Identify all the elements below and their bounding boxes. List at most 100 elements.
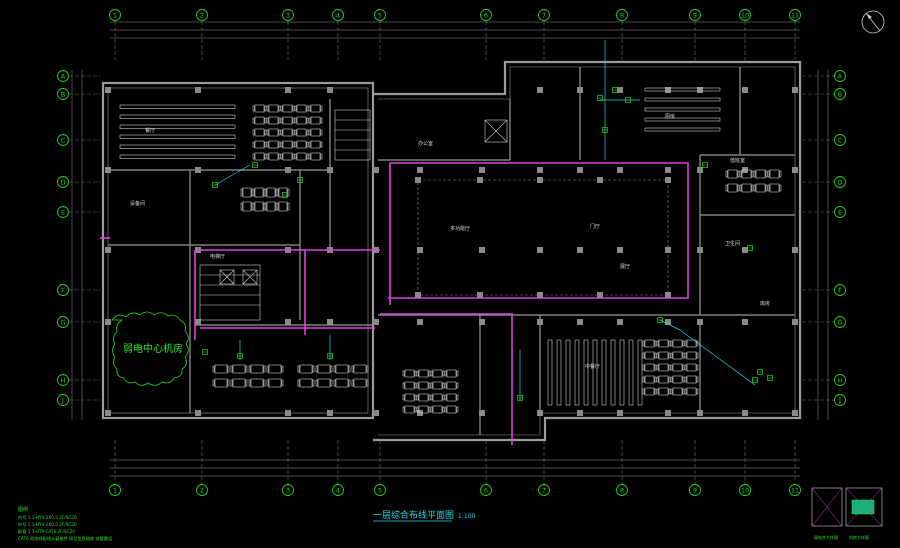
legend: 图例 符号 1 1-HYV-2X0.5 2F/SC20 符号 1 1-HYV-2… bbox=[18, 506, 113, 542]
column bbox=[105, 167, 111, 173]
legend-line: 符号 1 1-HYV-2X0.5 2F/SC20 bbox=[18, 521, 77, 528]
detail-caption: 机房大样图 bbox=[849, 534, 869, 540]
axis-bubble: 10 bbox=[739, 9, 751, 21]
axis-label: 4 bbox=[336, 486, 340, 494]
column bbox=[665, 87, 671, 93]
outlet-icon bbox=[327, 353, 333, 359]
axis-bubble: 11 bbox=[789, 9, 801, 21]
data-center-cloud: 弱电中心机房 bbox=[111, 311, 189, 386]
column bbox=[373, 167, 379, 173]
table bbox=[280, 140, 295, 149]
column bbox=[285, 410, 291, 416]
axis-bubble: 6 bbox=[480, 484, 492, 496]
axis-bubble: 10 bbox=[739, 484, 751, 496]
table bbox=[315, 364, 333, 374]
column bbox=[742, 87, 748, 93]
room-label: 展厅 bbox=[620, 264, 630, 270]
axis-label: 3 bbox=[286, 11, 290, 19]
table bbox=[294, 116, 309, 125]
table bbox=[444, 381, 459, 390]
column bbox=[617, 167, 623, 173]
table bbox=[230, 364, 248, 374]
table bbox=[684, 339, 699, 348]
room-label: 多功能厅 bbox=[450, 225, 470, 232]
table bbox=[252, 116, 267, 125]
table bbox=[252, 201, 266, 212]
table bbox=[230, 378, 248, 388]
seat-row bbox=[119, 154, 236, 159]
table bbox=[212, 364, 230, 374]
column bbox=[327, 87, 333, 93]
column bbox=[105, 319, 111, 325]
table bbox=[264, 201, 278, 212]
table bbox=[416, 381, 431, 390]
column bbox=[285, 87, 291, 93]
column bbox=[417, 167, 423, 173]
seat-row bbox=[119, 104, 236, 109]
room-label: 办公室 bbox=[418, 140, 433, 147]
table bbox=[725, 183, 740, 193]
table bbox=[656, 363, 671, 372]
axis-label: C bbox=[61, 136, 66, 144]
table bbox=[351, 378, 369, 388]
column bbox=[617, 87, 623, 93]
axis-bubble: 5 bbox=[374, 484, 386, 496]
outlet-icon bbox=[212, 182, 218, 188]
axis-bubble: C bbox=[834, 134, 846, 146]
cloud-label: 弱电中心机房 bbox=[123, 342, 183, 355]
table bbox=[684, 351, 699, 360]
column bbox=[537, 247, 543, 253]
grid-axis-lines bbox=[69, 21, 834, 484]
table bbox=[266, 364, 284, 374]
seat-row bbox=[574, 339, 580, 406]
axis-label: D bbox=[837, 178, 842, 186]
axis-label: E bbox=[838, 208, 842, 216]
table bbox=[308, 140, 323, 149]
column bbox=[327, 167, 333, 173]
column bbox=[697, 167, 703, 173]
column bbox=[577, 87, 583, 93]
table bbox=[642, 363, 657, 372]
table bbox=[266, 116, 281, 125]
table bbox=[402, 405, 417, 414]
table bbox=[264, 187, 278, 198]
axis-bubble: G bbox=[834, 316, 846, 328]
axis-bubble: 2 bbox=[196, 9, 208, 21]
seat-row bbox=[119, 114, 236, 119]
axis-label: 7 bbox=[542, 486, 546, 494]
north-arrow-icon bbox=[861, 10, 885, 34]
axis-label: B bbox=[61, 90, 65, 98]
column bbox=[617, 247, 623, 253]
axis-label: C bbox=[838, 136, 843, 144]
axis-bubble: F bbox=[57, 284, 69, 296]
column bbox=[697, 87, 703, 93]
axis-bubble: 1 bbox=[109, 484, 121, 496]
table bbox=[280, 152, 295, 161]
axis-label: 1 bbox=[113, 486, 117, 494]
axis-label: 6 bbox=[484, 486, 488, 494]
column bbox=[697, 410, 703, 416]
table bbox=[333, 378, 351, 388]
drawing-title-block: 一层综合布线平面图 1:100 bbox=[373, 509, 475, 522]
table bbox=[416, 405, 431, 414]
axis-label: F bbox=[61, 286, 65, 294]
column bbox=[537, 410, 543, 416]
room-label: 电梯厅 bbox=[210, 253, 225, 260]
table bbox=[248, 378, 266, 388]
axis-bubble: E bbox=[57, 206, 69, 218]
column bbox=[415, 177, 421, 183]
column bbox=[477, 177, 483, 183]
table bbox=[308, 104, 323, 113]
column bbox=[697, 247, 703, 253]
axis-bubble: 8 bbox=[616, 9, 628, 21]
axis-bubble: 9 bbox=[689, 484, 701, 496]
column bbox=[597, 177, 603, 183]
outlet-icon bbox=[657, 317, 663, 323]
table bbox=[767, 169, 782, 179]
table bbox=[252, 128, 267, 137]
table bbox=[276, 201, 290, 212]
column bbox=[577, 247, 583, 253]
table bbox=[240, 187, 254, 198]
column bbox=[327, 319, 333, 325]
